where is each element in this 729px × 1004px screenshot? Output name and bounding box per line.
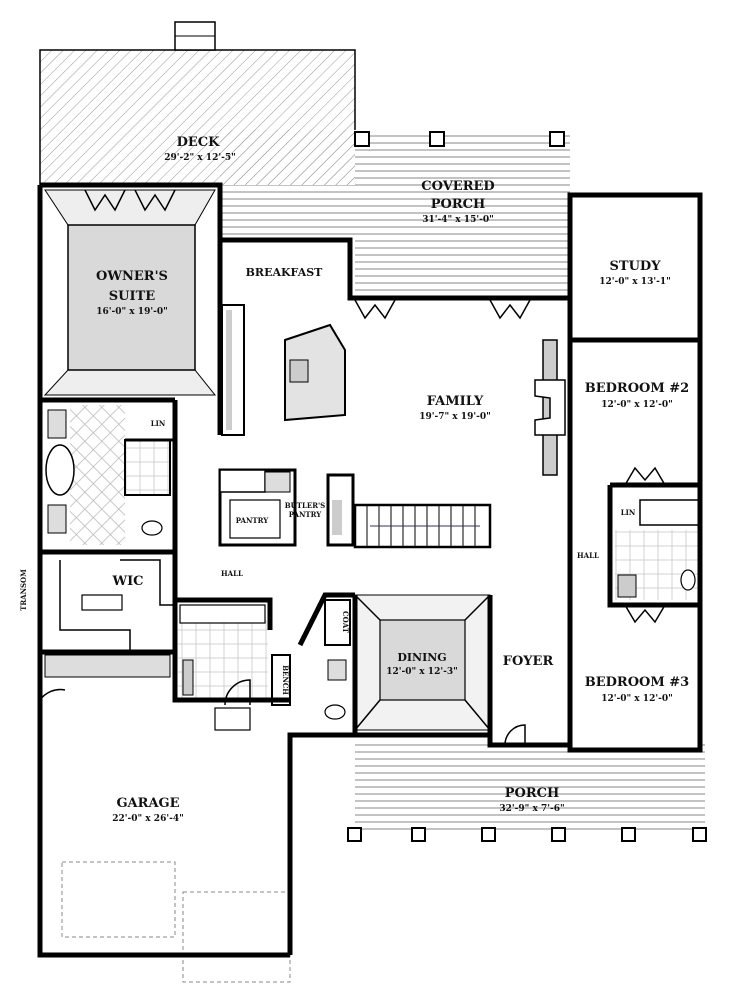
porch-post [354, 131, 370, 147]
hall-label-2: HALL [577, 551, 599, 560]
bathtub [45, 444, 75, 496]
walls [37, 182, 703, 958]
fireplace [534, 339, 566, 476]
lin-label-2: LIN [621, 508, 636, 517]
dining [354, 594, 491, 731]
powder-room [324, 599, 351, 720]
owners-suite-label: OWNER'S [96, 269, 168, 284]
covered-porch-label: COVERED [421, 179, 494, 194]
garage-door-left [61, 861, 176, 938]
sink [47, 504, 67, 534]
foyer-label: FOYER [503, 654, 554, 669]
stair [353, 503, 492, 549]
kitchen-island [284, 323, 346, 422]
wic [44, 559, 175, 678]
porch-post [429, 131, 445, 147]
sink [47, 409, 67, 439]
front-porch [347, 740, 707, 842]
study-label: STUDY [610, 259, 662, 274]
deck-label: DECK [177, 135, 221, 150]
owners-suite-label-2: SUITE [109, 289, 155, 304]
toilet [141, 520, 163, 536]
coat-label: COAT [341, 611, 350, 634]
bedroom3-label: BEDROOM #3 [585, 675, 689, 690]
bedroom2-label: BEDROOM #2 [585, 381, 689, 396]
bedroom3-dim: 12'-0" x 12'-0" [601, 694, 673, 704]
wic-label: WIC [111, 574, 143, 589]
butlers-pantry-label-2: PANTRY [289, 510, 322, 519]
kitchen [218, 304, 355, 547]
garage-dim: 22'-0" x 26'-4" [112, 814, 184, 824]
covered-porch-label-2: PORCH [431, 197, 486, 212]
bench-label: BENCH [281, 665, 290, 695]
deck [39, 21, 356, 185]
garage-label: GARAGE [116, 796, 179, 811]
porch-post [549, 131, 565, 147]
porch-dim: 32'-9" x 7'-6" [499, 804, 564, 814]
covered-porch-dim: 31'-4" x 15'-0" [422, 215, 494, 225]
breakfast-label: BREAKFAST [246, 266, 324, 279]
lin-label: LIN [151, 419, 166, 428]
room-labels: DECK 29'-2" x 12'-5" COVERED PORCH 31'-4… [19, 135, 689, 824]
master-bath [40, 405, 175, 555]
laundry [172, 555, 291, 731]
hall-label: HALL [221, 569, 243, 578]
family-label: FAMILY [427, 394, 484, 409]
pantry [229, 499, 281, 539]
butlers-pantry-label: BUTLER'S [285, 501, 326, 510]
dining-label: DINING [397, 651, 446, 664]
covered-porch [220, 131, 570, 300]
transom-label: TRANSOM [19, 569, 28, 611]
pantry-label: PANTRY [236, 516, 269, 525]
bedroom2-dim: 12'-0" x 12'-0" [601, 400, 673, 410]
sink [289, 359, 309, 383]
family-dim: 19'-7" x 19'-0" [419, 412, 491, 422]
porch-label: PORCH [505, 786, 560, 801]
deck-dim: 29'-2" x 12'-5" [164, 153, 236, 163]
owners-suite [43, 189, 217, 396]
study-dim: 12'-0" x 13'-1" [599, 277, 671, 287]
dining-dim: 12'-0" x 12'-3" [386, 667, 458, 677]
owners-suite-dim: 16'-0" x 19'-0" [96, 307, 168, 317]
